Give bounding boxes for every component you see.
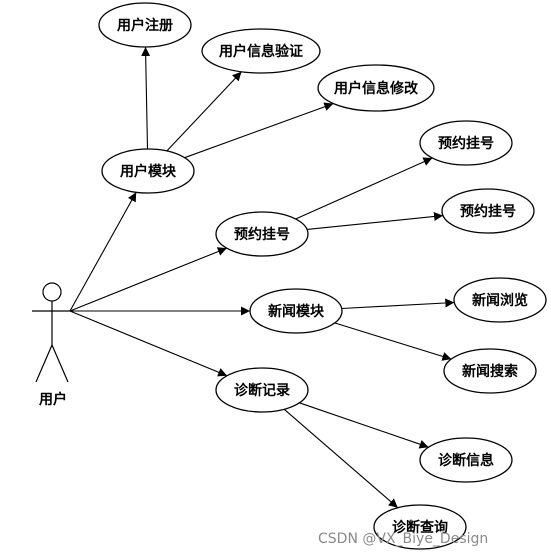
- edge-user-module-to-user-register: [141, 46, 151, 150]
- edge-news-module-to-news-search: [334, 322, 452, 361]
- edge-diagnosis-record-to-diagnosis-info: [299, 402, 429, 449]
- edge-appointment-to-appointment-2: [306, 212, 444, 230]
- use-case-user-register: 用户注册: [98, 2, 192, 48]
- use-case-user-info-verify: 用户信息验证: [201, 28, 321, 74]
- actor-user: 用户: [32, 282, 72, 408]
- edge-actor-to-appointment: [69, 247, 228, 312]
- actor-head: [42, 282, 62, 302]
- edge-appointment-to-appointment-1: [295, 157, 433, 220]
- edge-actor-to-user-module: [69, 192, 137, 312]
- use-case-label: 预约挂号: [460, 203, 516, 220]
- use-case-label: 用户信息修改: [334, 80, 419, 97]
- use-case-ellipse: [201, 28, 321, 74]
- edges: [69, 46, 455, 509]
- actor-label: 用户: [39, 391, 67, 408]
- use-case-diagnosis-record: 诊断记录: [215, 367, 309, 413]
- use-case-ellipse: [443, 348, 537, 394]
- use-case-news-browse: 新闻浏览: [453, 277, 547, 323]
- use-case-ellipse: [373, 504, 467, 550]
- use-case-label: 新闻搜索: [462, 363, 518, 380]
- edge-diagnosis-record-to-diagnosis-query: [283, 408, 399, 509]
- use-case-ellipse: [317, 64, 435, 112]
- use-case-ellipse: [419, 437, 513, 483]
- use-case-user-module: 用户模块: [101, 148, 195, 194]
- use-case-news-search: 新闻搜索: [443, 348, 537, 394]
- use-case-diagnosis-query: 诊断查询: [373, 504, 467, 550]
- use-case-ellipse: [101, 148, 195, 194]
- edge-user-module-to-user-info-verify: [166, 71, 242, 152]
- use-case-ellipse: [215, 211, 309, 257]
- use-case-diagnosis-info: 诊断信息: [419, 437, 513, 483]
- use-case-label: 用户信息验证: [219, 43, 303, 60]
- use-case-ellipse: [419, 120, 513, 166]
- use-case-user-info-modify: 用户信息修改: [317, 64, 435, 112]
- use-case-appointment-1: 预约挂号: [419, 120, 513, 166]
- use-case-ellipse: [453, 277, 547, 323]
- use-case-appointment-2: 预约挂号: [441, 188, 535, 234]
- watermark: CSDN @VX_Biye_Design: [318, 531, 488, 547]
- use-case-label: 用户注册: [117, 17, 173, 34]
- use-case-label: 预约挂号: [234, 226, 290, 243]
- use-case-ellipse: [441, 188, 535, 234]
- use-case-label: 预约挂号: [438, 135, 494, 152]
- edge-actor-to-diagnosis-record: [69, 310, 228, 377]
- edge-user-module-to-user-info-modify: [184, 102, 334, 159]
- use-case-label: 新闻模块: [268, 303, 325, 320]
- use-case-label: 新闻浏览: [472, 292, 528, 309]
- use-case-label: 诊断信息: [438, 452, 494, 469]
- actor-left-leg: [35, 344, 53, 383]
- use-case-appointment: 预约挂号: [215, 211, 309, 257]
- use-cases: 用户模块用户注册用户信息验证用户信息修改预约挂号预约挂号预约挂号新闻模块新闻浏览…: [98, 2, 547, 550]
- use-case-news-module: 新闻模块: [249, 288, 343, 334]
- use-case-label: 诊断查询: [392, 519, 448, 536]
- use-case-label: 诊断记录: [234, 382, 290, 399]
- use-case-ellipse: [215, 367, 309, 413]
- edge-news-module-to-news-browse: [341, 298, 455, 310]
- use-case-label: 用户模块: [120, 163, 177, 180]
- actor-right-leg: [51, 344, 69, 383]
- use-case-ellipse: [98, 2, 192, 48]
- use-case-ellipse: [249, 288, 343, 334]
